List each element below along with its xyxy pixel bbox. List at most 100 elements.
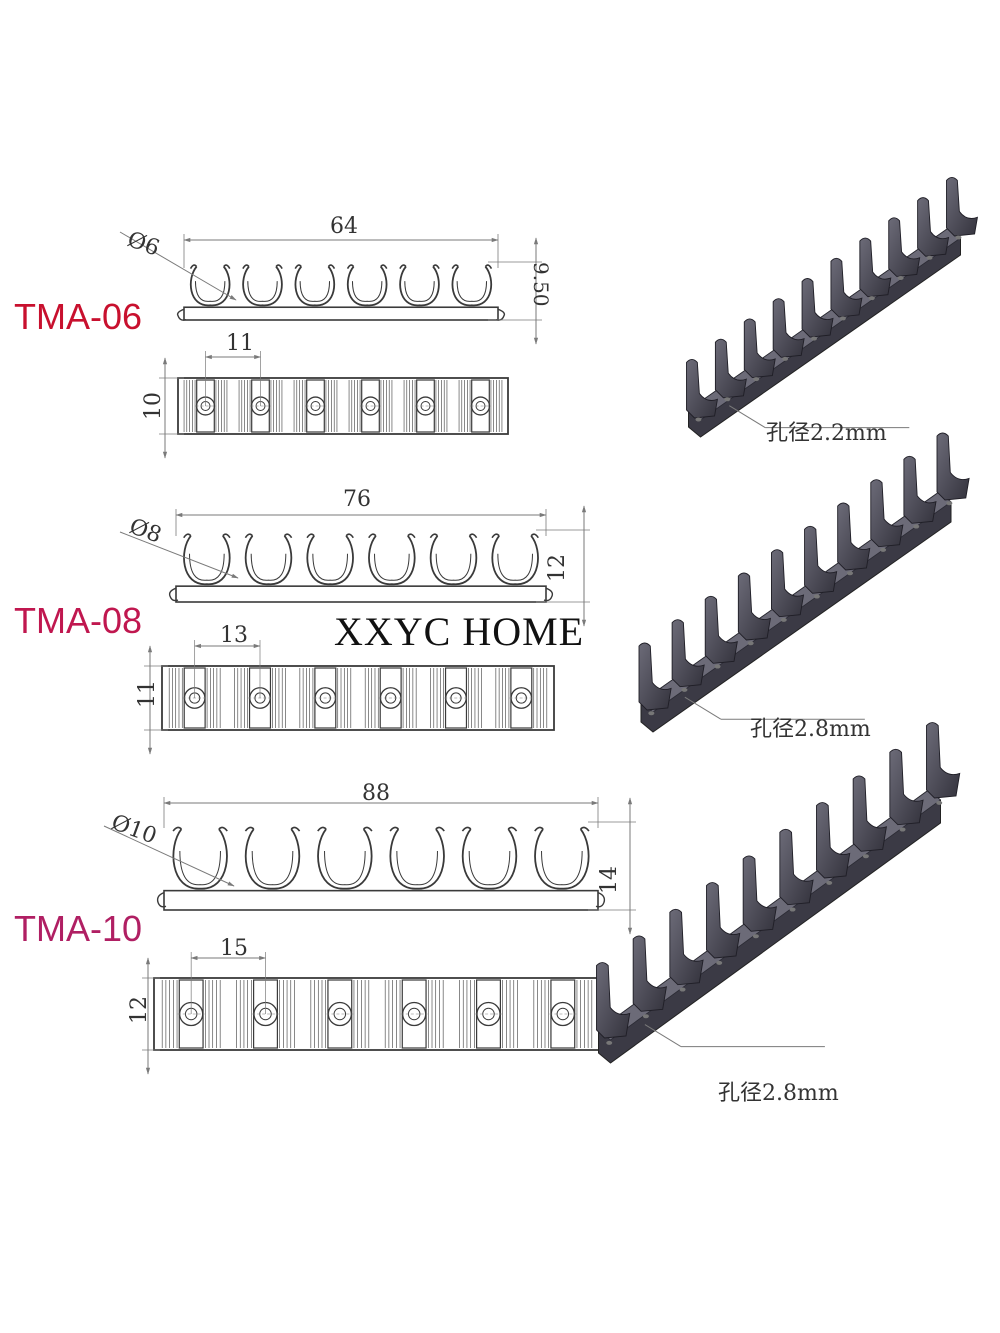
clip-arc [368, 535, 416, 586]
end-hook-right [543, 587, 554, 602]
clip-tip [399, 264, 440, 270]
diameter-leader [119, 531, 239, 579]
tma06-length-dim: 64 [330, 214, 358, 239]
tma10-length-dim: 88 [362, 781, 390, 806]
render-clip [889, 748, 924, 826]
render-clip [706, 882, 741, 959]
clip-arc [244, 828, 301, 890]
render-hole [695, 417, 702, 422]
clip-tip [389, 826, 445, 832]
clip-inner [456, 281, 488, 302]
clip-tip [306, 533, 354, 539]
clip-tip [244, 533, 293, 539]
render-hole [648, 711, 655, 716]
tma10-render [596, 722, 961, 1064]
tma08-width-dim: 11 [135, 680, 160, 708]
render-clip [704, 595, 738, 664]
render-hole [955, 235, 962, 240]
clip-inner [250, 553, 287, 581]
clip-inner [251, 851, 294, 886]
clip-arc [451, 266, 493, 307]
render-clip [770, 549, 805, 618]
clip-tip [242, 264, 283, 270]
clip-arc [244, 535, 293, 586]
tma10-height-dim: 14 [597, 866, 622, 894]
tma06-label: TMA-06 [14, 296, 143, 337]
render-clip [742, 855, 777, 932]
clip-tip [429, 533, 478, 539]
hole-note-leader [684, 696, 722, 720]
tma10-pitch-dim: 15 [220, 936, 248, 961]
clip-arc [534, 828, 590, 890]
tma10-diameter-dim: Ø10 [108, 810, 160, 849]
render-hole [714, 664, 721, 669]
tma06-front-view [119, 231, 542, 345]
clip-inner [324, 851, 366, 886]
render-hole [782, 356, 789, 361]
render-clip [816, 802, 851, 879]
render-hole [897, 275, 904, 280]
render-clip [671, 619, 705, 688]
render-hole [946, 501, 953, 506]
render-clip [903, 455, 937, 524]
render-clip [779, 828, 814, 906]
tma08-height-dim: 12 [545, 554, 570, 582]
clip-inner [179, 851, 221, 886]
top-outline [153, 977, 601, 1051]
render-hole [839, 316, 846, 321]
tma08-hole-note: 孔径2.8mm [750, 717, 871, 742]
clip-arc [429, 535, 478, 586]
tma08-label: TMA-08 [14, 600, 143, 641]
front-base [163, 889, 599, 911]
render-clip [804, 525, 838, 594]
clip-tip [294, 264, 336, 270]
render-hole [724, 397, 731, 402]
tma06-pitch-dim: 11 [226, 331, 254, 356]
hole-note-leader [729, 405, 766, 429]
render-hole [926, 255, 933, 260]
render-clip [917, 197, 950, 257]
clip-tip [172, 826, 228, 832]
tma08-top-view [144, 640, 555, 755]
watermark: XXYC HOME [334, 609, 585, 654]
render-clip [852, 775, 887, 852]
render-clip [669, 908, 704, 986]
clip-inner [312, 553, 348, 581]
render-hole [681, 687, 688, 692]
render-clip [638, 642, 672, 711]
render-clip [772, 298, 805, 358]
clip-arc [317, 828, 373, 890]
render-hole [862, 854, 869, 859]
render-clip [737, 572, 771, 641]
clip-arc [242, 266, 283, 307]
clip-tip [244, 826, 301, 832]
tma06-render [686, 176, 979, 438]
render-hole [936, 800, 943, 805]
tma06-width-dim: 10 [141, 392, 166, 420]
clip-tip [317, 826, 373, 832]
render-clip [830, 257, 863, 318]
render-hole [868, 296, 875, 301]
clip-inner [541, 851, 583, 886]
clip-inner [189, 553, 225, 581]
tma08-length-dim: 76 [343, 487, 371, 512]
render-clip [801, 278, 834, 338]
clip-inner [351, 281, 383, 302]
top-outline [177, 377, 509, 435]
clip-inner [374, 553, 410, 581]
clip-tip [491, 533, 539, 539]
tma10-front-view [103, 797, 636, 935]
clip-inner [404, 281, 435, 302]
render-hole [899, 827, 906, 832]
clip-arc [189, 266, 231, 307]
tma08-front-view [119, 505, 590, 627]
tma06-hole-note: 孔径2.2mm [766, 421, 887, 446]
render-hole [780, 617, 787, 622]
clip-arc [183, 535, 231, 586]
render-hole [606, 1040, 613, 1045]
end-hook-left [168, 587, 179, 602]
render-clip [596, 962, 631, 1039]
render-clip [870, 479, 904, 548]
render-clip [936, 432, 970, 501]
